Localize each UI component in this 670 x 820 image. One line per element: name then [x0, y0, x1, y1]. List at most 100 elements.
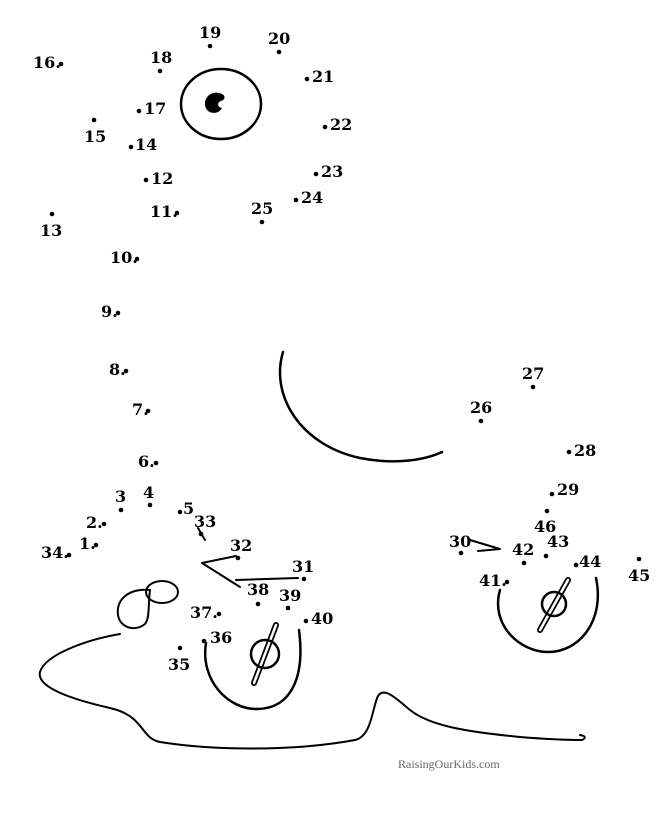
dot-12 [143, 177, 149, 183]
dot-32 [235, 555, 241, 561]
dot-label-34: 34. [41, 543, 69, 562]
dot-label-20: 20 [268, 29, 290, 48]
body-curve [278, 350, 444, 463]
dot-25 [259, 219, 265, 225]
dot-31 [301, 576, 307, 582]
dot-21 [304, 76, 310, 82]
dot-29 [549, 491, 555, 497]
dot-label-2: 2. [86, 513, 103, 532]
dot-43 [543, 553, 549, 559]
dot-16 [58, 61, 64, 67]
dot-label-44: 44 [579, 552, 601, 571]
dot-17 [136, 108, 142, 114]
dot-label-15: 15 [84, 127, 106, 146]
dot-11 [174, 210, 180, 216]
dot-label-13: 13 [40, 221, 62, 240]
dot-label-8: 8. [109, 360, 126, 379]
dot-label-29: 29 [557, 480, 579, 499]
dot-35 [177, 645, 183, 651]
dot-label-6: 6. [138, 452, 155, 471]
dot-label-43: 43 [547, 532, 569, 551]
dot-label-22: 22 [330, 115, 352, 134]
dot-label-28: 28 [574, 441, 596, 460]
dot-14 [128, 144, 134, 150]
dot-8 [123, 368, 129, 374]
dot-label-33: 33 [194, 512, 216, 531]
dot-label-17: 17 [144, 99, 166, 118]
mouse-side-line [201, 555, 299, 588]
dot-label-26: 26 [470, 398, 492, 417]
dot-label-16: 16. [33, 53, 61, 72]
left-windup-key [249, 622, 281, 686]
drawn-outline [38, 67, 599, 750]
dot-5 [177, 509, 183, 515]
right-tick [469, 539, 501, 552]
dot-27 [530, 384, 536, 390]
dot-18 [157, 68, 163, 74]
dot-label-4: 4 [143, 483, 154, 502]
dot-46 [544, 508, 550, 514]
dot-9 [115, 310, 121, 316]
dot-13 [49, 211, 55, 217]
dot-4 [147, 502, 153, 508]
dot-45 [636, 556, 642, 562]
dot-label-24: 24 [301, 188, 323, 207]
dot-30 [458, 550, 464, 556]
dot-34 [66, 552, 72, 558]
dot-20 [276, 49, 282, 55]
dot-label-19: 19 [199, 23, 221, 42]
dot-label-21: 21 [312, 67, 334, 86]
dot-label-46: 46 [534, 517, 556, 536]
dot-label-39: 39 [279, 586, 301, 605]
right-wheel-arc [496, 576, 599, 654]
mouse-tail [38, 633, 586, 750]
dot-label-37: 37. [190, 603, 218, 622]
dot-label-35: 35 [168, 655, 190, 674]
dot-label-12: 12 [151, 169, 173, 188]
dot-39 [285, 605, 291, 611]
dot-label-31: 31 [292, 557, 314, 576]
dot-33 [198, 531, 204, 537]
dot-label-25: 25 [251, 199, 273, 218]
dot-7 [145, 408, 151, 414]
dot-19 [207, 43, 213, 49]
dot-label-38: 38 [247, 580, 269, 599]
dot-36 [201, 638, 207, 644]
dot-15 [91, 117, 97, 123]
dot-1 [93, 542, 99, 548]
dot-22 [322, 124, 328, 130]
dot-label-40: 40 [311, 609, 333, 628]
dot-label-1: 1. [79, 534, 96, 553]
dot-label-14: 14 [135, 135, 157, 154]
dot-3 [118, 507, 124, 513]
right-windup-key [537, 577, 571, 633]
dot-label-32: 32 [230, 536, 252, 555]
dot-41 [504, 579, 510, 585]
eye-outline [179, 67, 263, 141]
dot-37 [216, 611, 222, 617]
dot-label-36: 36 [210, 628, 232, 647]
dot-2 [101, 521, 107, 527]
dot-label-45: 45 [628, 566, 650, 585]
dot-40 [303, 618, 309, 624]
dot-42 [521, 560, 527, 566]
dot-label-27: 27 [522, 364, 544, 383]
eye-pupil [205, 92, 225, 113]
dot-6 [153, 460, 159, 466]
dot-label-5: 5 [183, 499, 194, 518]
dot-23 [313, 171, 319, 177]
mouse-ear [145, 580, 179, 604]
site-credit: RaisingOurKids.com [398, 757, 500, 771]
dot-44 [573, 562, 579, 568]
dot-24 [293, 197, 299, 203]
dot-28 [566, 449, 572, 455]
dot-10 [134, 256, 140, 262]
dot-label-30: 30 [449, 532, 471, 551]
dot-26 [478, 418, 484, 424]
dot-label-41: 41. [479, 571, 507, 590]
dot-label-23: 23 [321, 162, 343, 181]
dot-38 [255, 601, 261, 607]
dot-label-9: 9. [101, 302, 118, 321]
